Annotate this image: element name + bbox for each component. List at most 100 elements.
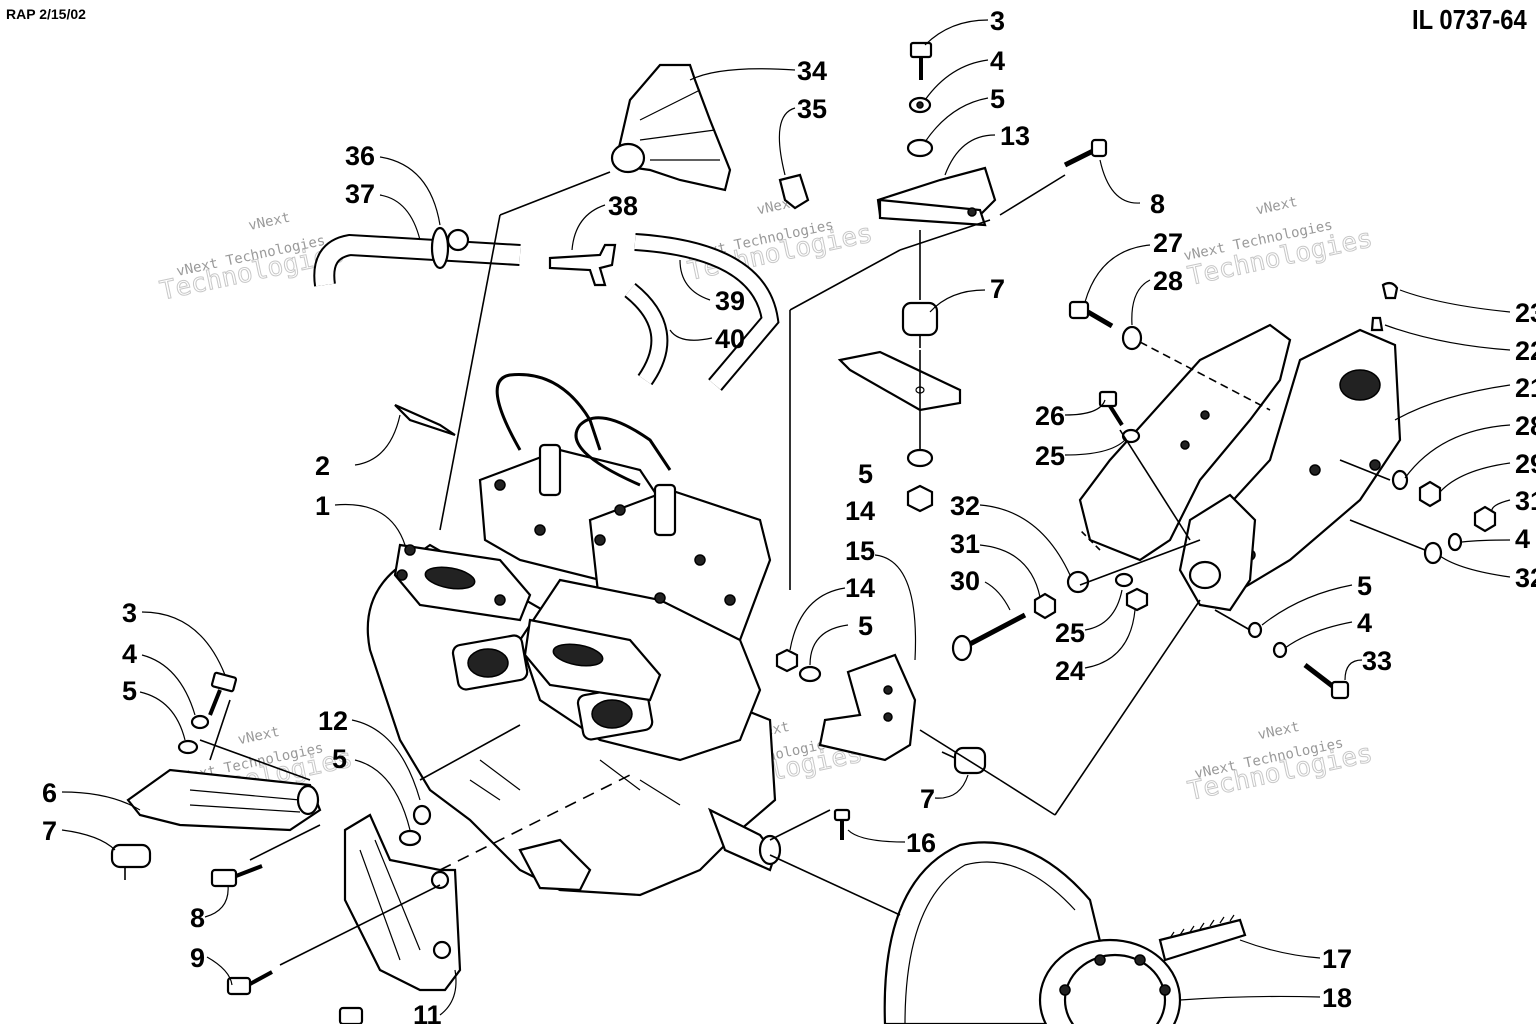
watermark-text: vNext (247, 210, 292, 234)
washer-28-top (1121, 325, 1143, 351)
callout-23: 23 (1515, 298, 1536, 328)
callout-7-center: 7 (920, 784, 935, 814)
callout-39: 39 (715, 286, 745, 316)
callout-29: 29 (1515, 449, 1536, 479)
callout-5-center: 5 (858, 459, 873, 489)
callout-4-top: 4 (990, 46, 1005, 76)
drive-clutch (883, 841, 1182, 1024)
callout-37: 37 (345, 179, 375, 209)
callout-30: 30 (950, 566, 980, 596)
illustration-number: IL 0737-64 (1412, 4, 1527, 35)
bolt-33 (1303, 663, 1350, 700)
callout-38: 38 (608, 191, 638, 221)
top-bolt-stack (906, 41, 934, 158)
callout-32-right: 32 (1515, 563, 1536, 593)
callout-4-lower: 4 (1357, 608, 1372, 638)
hose-clamp-36 (430, 226, 470, 270)
bearing-housing (1178, 493, 1257, 612)
callout-3-left: 3 (122, 598, 137, 628)
washer-32-left (1066, 570, 1090, 594)
left-bolt-stack (177, 671, 238, 755)
nut-31-left (1033, 592, 1057, 620)
washer-5-center (798, 665, 822, 683)
callout-5-lower: 5 (858, 611, 873, 641)
callout-8-right: 8 (1150, 189, 1165, 219)
bolt-16 (833, 808, 851, 840)
callout-12: 12 (318, 706, 348, 736)
callout-28-right: 28 (1515, 411, 1536, 441)
bolt-9-left (226, 970, 273, 996)
front-engine-mount-plate (126, 768, 322, 832)
drive-belt (1158, 918, 1247, 962)
callout-31-right: 31 (1515, 486, 1536, 516)
callout-8-left: 8 (190, 903, 205, 933)
rubber-mount-left (110, 843, 152, 880)
washer-28-right (1391, 469, 1409, 491)
callout-5-mid: 5 (332, 744, 347, 774)
callout-5-left: 5 (122, 676, 137, 706)
chaincase-bracket-left (1078, 323, 1292, 562)
t-fitting-38 (548, 243, 617, 287)
callout-7-top: 7 (990, 274, 1005, 304)
callout-36: 36 (345, 141, 375, 171)
bolt-27 (1068, 300, 1114, 329)
rear-engine-bracket (338, 813, 462, 1024)
center-mount-bracket (818, 653, 917, 762)
leader-lines (61, 19, 1511, 1016)
nut-31-right (1473, 505, 1497, 533)
callout-24: 24 (1055, 656, 1085, 686)
watermark-text: vNext (1256, 719, 1301, 743)
revision-date: RAP 2/15/02 (6, 6, 86, 22)
grease-fitting (1370, 316, 1384, 332)
hose-clip-35 (778, 173, 810, 210)
callout-9: 9 (190, 943, 205, 973)
engine-assembly (366, 373, 782, 897)
watermark-text: vNext (236, 724, 281, 748)
callout-5-right: 5 (1357, 571, 1372, 601)
upper-mount-bracket (876, 166, 997, 227)
washer-25-upper (1121, 428, 1141, 444)
callout-27: 27 (1153, 228, 1183, 258)
callout-28-top: 28 (1153, 266, 1183, 296)
callout-3-top: 3 (990, 6, 1005, 36)
grease-cap (1381, 281, 1399, 300)
bolt-8-right (1063, 138, 1108, 168)
washer-5-right (1247, 621, 1263, 639)
bolt-30 (951, 612, 1027, 662)
hose-39 (634, 233, 780, 391)
gasket-2 (394, 403, 456, 437)
callout-32-left: 32 (950, 491, 980, 521)
rubber-mount-top (901, 301, 939, 348)
callout-35: 35 (797, 94, 827, 124)
callout-4-right: 4 (1515, 524, 1530, 554)
callout-40: 40 (715, 324, 745, 354)
callout-11: 11 (413, 1000, 442, 1024)
callout-31-left: 31 (950, 529, 980, 559)
callout-14-center: 14 (845, 496, 875, 526)
callout-13: 13 (1000, 121, 1030, 151)
callout-4-left: 4 (122, 639, 137, 669)
callout-25-lower: 25 (1055, 618, 1085, 648)
washer-32-right (1423, 541, 1443, 565)
nut-12 (398, 804, 432, 847)
nut-29 (1418, 480, 1442, 508)
washer-nut-14 (906, 448, 934, 513)
callout-18: 18 (1322, 983, 1352, 1013)
callout-7-left: 7 (42, 816, 57, 846)
hose-support-bracket (610, 63, 732, 192)
washer-4-lower (1272, 641, 1288, 659)
callout-26: 26 (1035, 401, 1065, 431)
bolt-26 (1098, 390, 1124, 427)
callout-labels: 3 4 5 13 34 35 36 37 38 39 40 8 7 27 28 … (42, 6, 1536, 1024)
callout-16: 16 (906, 828, 936, 858)
callout-1: 1 (315, 491, 330, 521)
washer-25-lower (1114, 572, 1134, 588)
mount-plate-middle (837, 350, 962, 412)
callout-22: 22 (1515, 336, 1536, 366)
callout-34: 34 (797, 56, 827, 86)
bolt-8-left (210, 864, 263, 888)
callout-33: 33 (1362, 646, 1392, 676)
watermark-text: vNext (1254, 194, 1299, 218)
callout-21: 21 (1515, 373, 1536, 403)
